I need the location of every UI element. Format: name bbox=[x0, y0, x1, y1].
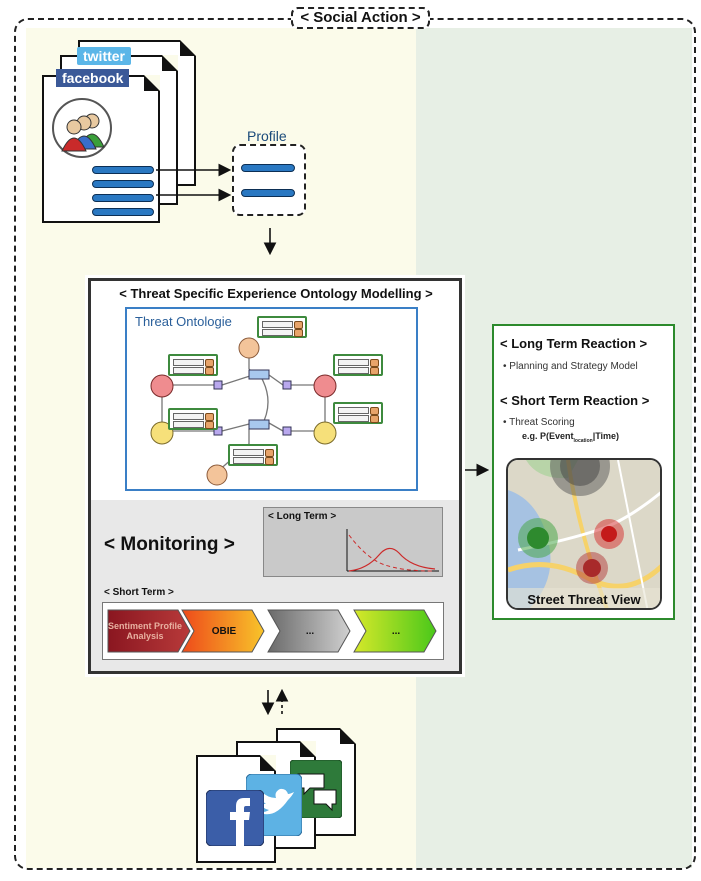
facebook-logo: facebook bbox=[56, 69, 130, 88]
street-threat-map bbox=[506, 458, 662, 610]
attribute-tag bbox=[168, 408, 218, 430]
twitter-logo: twitter bbox=[77, 47, 131, 66]
street-threat-view-label: Street Threat View bbox=[527, 592, 641, 607]
pipeline-step-3: ... bbox=[305, 625, 315, 637]
long-term-reaction-item: • Planning and Strategy Model bbox=[503, 361, 638, 372]
chat-icon bbox=[290, 760, 342, 818]
map-graphic bbox=[508, 460, 660, 608]
profile-box-field-1 bbox=[241, 164, 295, 172]
pipeline-step-2: OBIE bbox=[211, 625, 237, 637]
users-icon bbox=[52, 98, 112, 158]
ontology-graph bbox=[150, 337, 337, 486]
attribute-tag bbox=[333, 354, 383, 376]
short-term-reaction-item: • Threat Scoring bbox=[503, 417, 575, 428]
ontology-modelling-title: < Threat Specific Experience Ontology Mo… bbox=[119, 286, 433, 301]
facebook-icon bbox=[206, 790, 264, 846]
attribute-tag bbox=[168, 354, 218, 376]
long-term-reaction-title: < Long Term Reaction > bbox=[500, 336, 648, 351]
short-term-pipeline bbox=[107, 609, 437, 653]
attribute-tag bbox=[228, 444, 278, 466]
long-term-curve bbox=[346, 529, 439, 572]
profile-box bbox=[232, 144, 306, 216]
threat-scoring-formula: e.g. P(Eventlocation|Time) bbox=[522, 431, 620, 444]
profile-field-2 bbox=[92, 180, 154, 188]
profile-box-field-2 bbox=[241, 189, 295, 197]
profile-field-4 bbox=[92, 208, 154, 216]
pipeline-step-1: Sentiment Profile Analysis bbox=[108, 621, 183, 641]
profile-field-1 bbox=[92, 166, 154, 174]
profile-label: Profile bbox=[247, 128, 287, 144]
long-term-chart bbox=[263, 507, 443, 577]
monitoring-title: < Monitoring > bbox=[104, 534, 235, 555]
threat-ontology-title: Threat Ontologie bbox=[135, 314, 232, 329]
long-term-label: < Long Term > bbox=[268, 511, 337, 522]
social-action-title: < Social Action > bbox=[291, 7, 430, 29]
profile-field-3 bbox=[92, 194, 154, 202]
pipeline-step-4: ... bbox=[391, 625, 401, 637]
attribute-tag bbox=[333, 402, 383, 424]
short-term-label: < Short Term > bbox=[104, 587, 174, 598]
short-term-reaction-title: < Short Term Reaction > bbox=[500, 393, 650, 408]
attribute-tag bbox=[257, 316, 307, 338]
